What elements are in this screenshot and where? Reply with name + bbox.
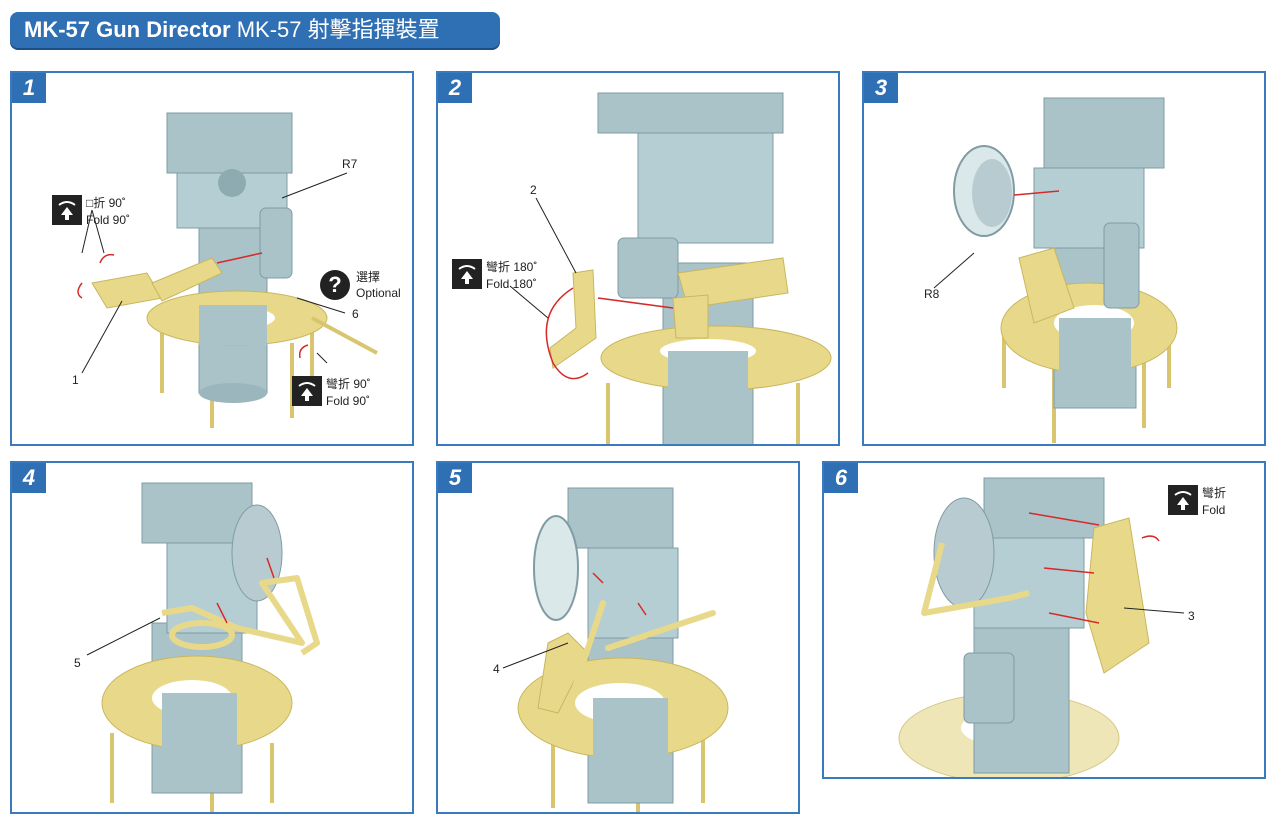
step-panel-6: 6 3 彎折 Fold — [822, 461, 1266, 779]
model-illustration — [502, 487, 729, 812]
step-number: 1 — [12, 73, 46, 103]
model-illustration — [77, 112, 378, 428]
model-illustration — [898, 477, 1185, 777]
optional-line1: 選擇 — [356, 270, 381, 284]
step-number: 3 — [864, 73, 898, 103]
model-illustration — [933, 97, 1178, 443]
step-panel-5: 5 4 — [436, 461, 800, 814]
step-number: 4 — [12, 463, 46, 493]
label-r8: R8 — [924, 287, 940, 301]
fold-text-line1: □折 90˚ — [86, 196, 126, 210]
fold-text-line2: Fold 90˚ — [326, 394, 371, 408]
optional-note: ? 選擇 Optional — [320, 269, 401, 301]
title-rest: MK-57 射擊指揮裝置 — [236, 17, 440, 42]
step-number: 6 — [824, 463, 858, 493]
fold-text-line1: 彎折 180˚ — [486, 260, 538, 274]
step-panel-1: 1 — [10, 71, 414, 446]
fold-text-line1: 彎折 90˚ — [326, 377, 371, 391]
fold-note: 彎折 180˚ Fold 180˚ — [452, 259, 537, 293]
fold-text-line2: Fold — [1202, 503, 1226, 517]
fold-text-line2: Fold 180˚ — [486, 277, 537, 291]
fold-icon — [452, 259, 482, 289]
step-panel-4: 4 5 — [10, 461, 414, 814]
label-part-4: 4 — [493, 662, 500, 676]
label-part-5: 5 — [74, 656, 81, 670]
page-title: MK-57 Gun Director MK-57 射擊指揮裝置 — [10, 12, 500, 48]
label-part-1: 1 — [72, 373, 79, 387]
title-bold: MK-57 Gun Director — [24, 17, 231, 42]
model-illustration — [86, 482, 320, 812]
fold-text-line2: Fold 90˚ — [86, 213, 131, 227]
step-number: 2 — [438, 73, 472, 103]
fold-note: 彎折 Fold — [1168, 485, 1226, 519]
optional-line2: Optional — [356, 286, 401, 300]
question-icon: ? — [320, 270, 350, 300]
label-part-6: 6 — [352, 307, 359, 321]
fold-icon — [1168, 485, 1198, 515]
fold-text-line1: 彎折 — [1202, 486, 1227, 500]
label-part-2: 2 — [530, 183, 537, 197]
fold-note-bottom: 彎折 90˚ Fold 90˚ — [292, 376, 371, 410]
label-r7: R7 — [342, 157, 358, 171]
step-panel-2: 2 2 彎折 180˚ Fold 180˚ — [436, 71, 840, 446]
step-panel-3: 3 R8 — [862, 71, 1266, 446]
fold-icon — [292, 376, 322, 406]
model-illustration — [509, 92, 832, 444]
fold-note-top: □折 90˚ Fold 90˚ — [52, 195, 130, 229]
step-number: 5 — [438, 463, 472, 493]
fold-icon — [52, 195, 82, 225]
label-part-3: 3 — [1188, 609, 1195, 623]
